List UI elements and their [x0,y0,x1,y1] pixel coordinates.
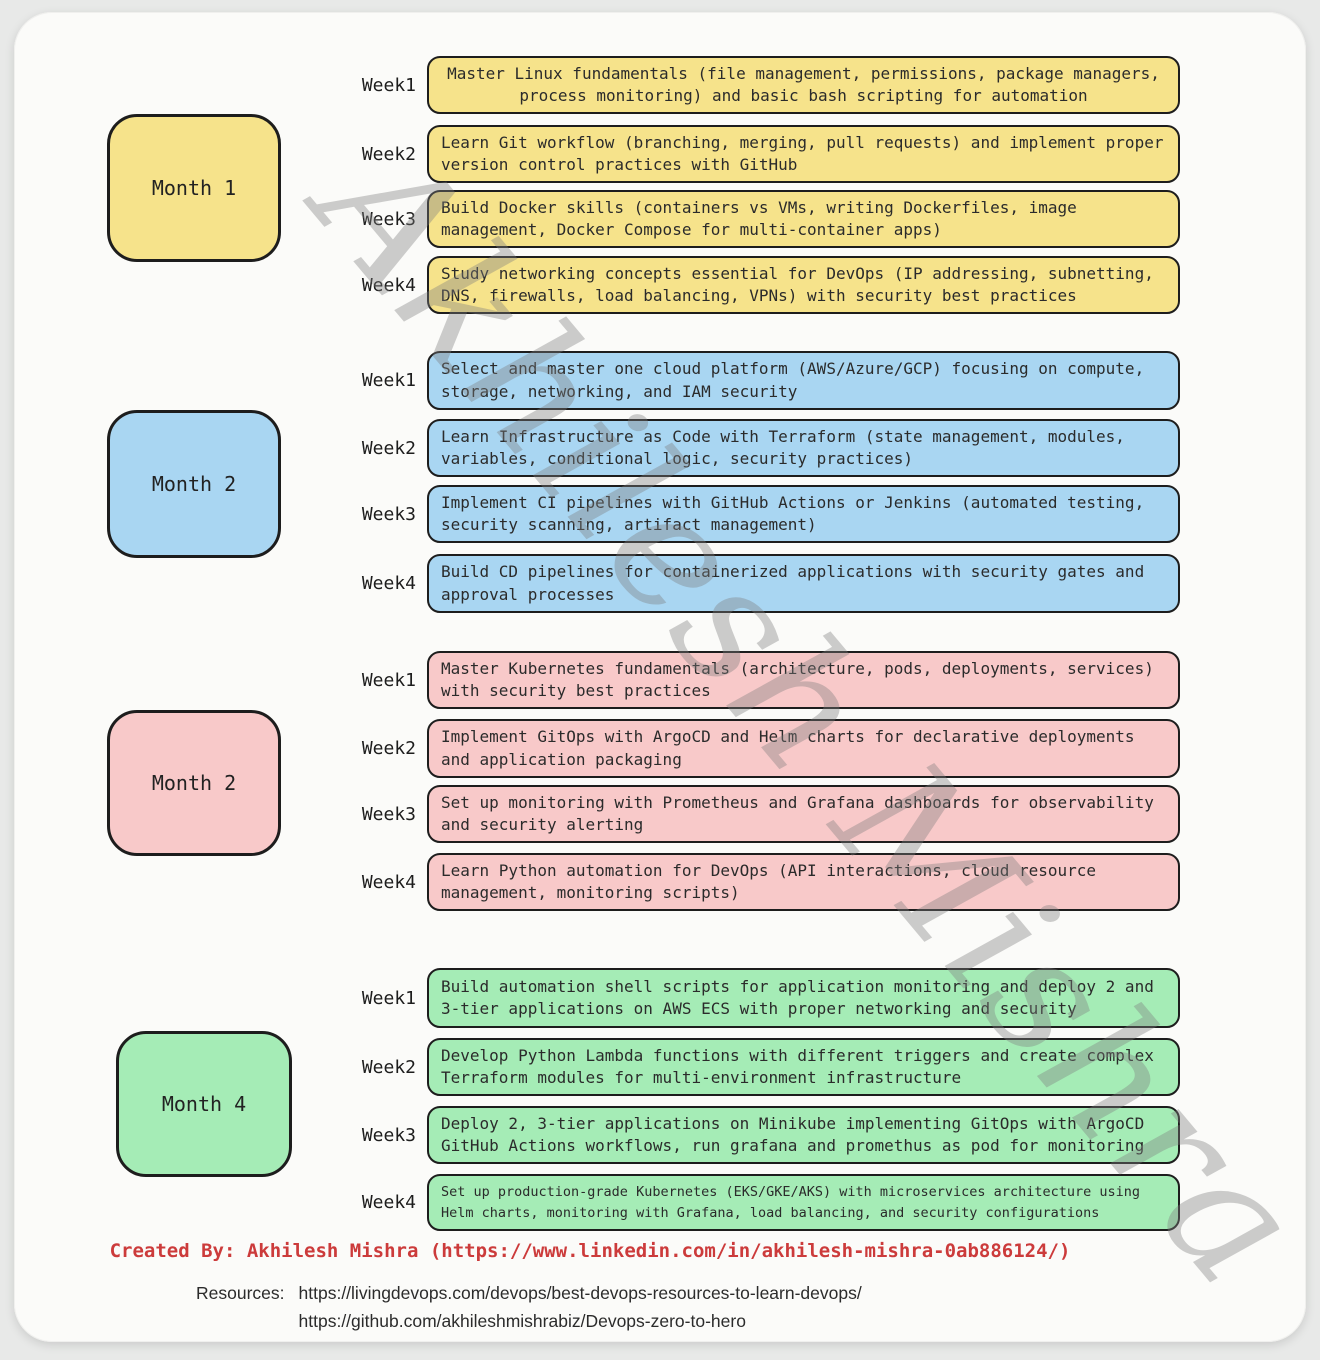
week-label: Week3 [361,803,416,825]
week-label: Week2 [361,437,416,459]
week-row: Week4 Set up production-grade Kubernetes… [352,1174,1180,1231]
week-row: Week2 Learn Infrastructure as Code with … [352,418,1180,478]
week-task-box: Master Linux fundamentals (file manageme… [427,55,1180,115]
week-task-box: Implement CI pipelines with GitHub Actio… [427,484,1180,544]
week-task-box: Build Docker skills (containers vs VMs, … [427,189,1180,249]
week-task-box: Implement GitOps with ArgoCD and Helm ch… [427,719,1180,778]
week-task-box: Set up production-grade Kubernetes (EKS/… [427,1174,1180,1231]
week-label: Week4 [361,1192,416,1213]
week-row: Week4 Study networking concepts essentia… [352,255,1180,315]
week-label: Week3 [361,503,416,525]
month-1-label: Month 1 [151,176,237,200]
resource-link-livingdevops[interactable]: https://livingdevops.com/devops/best-dev… [298,1283,862,1303]
week-label: Week2 [361,1056,416,1078]
month-1-box: Month 1 [107,114,281,262]
week-row: Week2 Develop Python Lambda functions wi… [352,1037,1180,1097]
week-task-box: Learn Git workflow (branching, merging, … [427,124,1180,184]
week-task-box: Develop Python Lambda functions with dif… [427,1037,1180,1097]
month-3-box: Month 2 [107,710,281,856]
week-label: Week4 [361,573,416,594]
week-label: Week3 [361,1124,416,1146]
resources-block: Resources: https://livingdevops.com/devo… [196,1283,862,1332]
week-task-box: Deploy 2, 3-tier applications on Minikub… [427,1105,1180,1165]
week-task-box: Select and master one cloud platform (AW… [427,351,1180,410]
week-row: Week3 Deploy 2, 3-tier applications on M… [352,1105,1180,1165]
month-4-label: Month 4 [161,1092,247,1116]
week-row: Week2 Learn Git workflow (branching, mer… [352,124,1180,184]
week-label: Week1 [361,987,416,1009]
week-label: Week1 [361,370,416,391]
month-3-label: Month 2 [151,771,237,795]
week-row: Week4 Learn Python automation for DevOps… [352,852,1180,912]
week-label: Week1 [361,669,416,691]
week-row: Week1 Master Linux fundamentals (file ma… [352,55,1180,115]
week-label: Week1 [361,74,416,96]
week-row: Week3 Implement CI pipelines with GitHub… [352,484,1180,544]
week-task-box: Build automation shell scripts for appli… [427,968,1180,1028]
week-task-box: Learn Infrastructure as Code with Terraf… [427,418,1180,478]
resources-label: Resources: [196,1283,285,1303]
month-2-box: Month 2 [107,410,281,558]
week-label: Week3 [361,208,416,230]
month-4-box: Month 4 [116,1031,292,1177]
week-row: Week3 Build Docker skills (containers vs… [352,189,1180,249]
resource-link-github[interactable]: https://github.com/akhileshmishrabiz/Dev… [298,1311,746,1331]
created-by-line: Created By: Akhilesh Mishra (https://www… [109,1240,1071,1262]
week-row: Week1 Master Kubernetes fundamentals (ar… [352,650,1180,710]
week-label: Week2 [361,738,416,759]
week-row: Week4 Build CD pipelines for containeriz… [352,554,1180,613]
week-task-box: Build CD pipelines for containerized app… [427,554,1180,613]
month-2-label: Month 2 [151,472,237,496]
week-task-box: Study networking concepts essential for … [427,255,1180,315]
week-label: Week4 [361,871,416,893]
week-row: Week3 Set up monitoring with Prometheus … [352,784,1180,844]
week-row: Week1 Select and master one cloud platfo… [352,351,1180,410]
week-label: Week2 [361,143,416,165]
week-task-box: Set up monitoring with Prometheus and Gr… [427,784,1180,844]
week-task-box: Learn Python automation for DevOps (API … [427,852,1180,912]
week-label: Week4 [361,274,416,296]
week-row: Week1 Build automation shell scripts for… [352,968,1180,1028]
week-row: Week2 Implement GitOps with ArgoCD and H… [352,719,1180,778]
week-task-box: Master Kubernetes fundamentals (architec… [427,650,1180,710]
